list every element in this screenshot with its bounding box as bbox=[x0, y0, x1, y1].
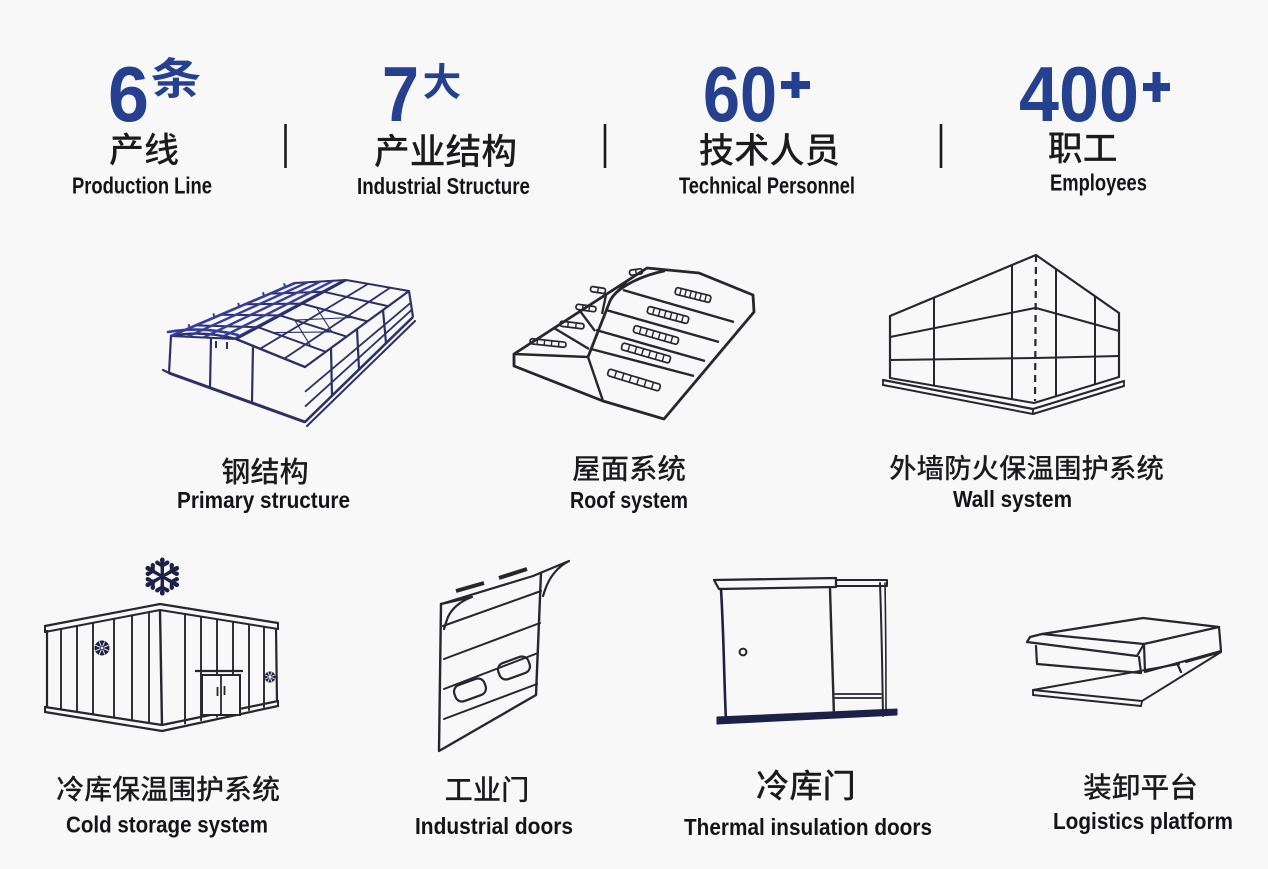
svg-text:Employees: Employees bbox=[1050, 170, 1147, 196]
svg-text:Thermal insulation doors: Thermal insulation doors bbox=[684, 814, 932, 840]
svg-text:6: 6 bbox=[108, 50, 149, 138]
svg-text:Cold storage system: Cold storage system bbox=[66, 812, 268, 838]
svg-text:Primary structure: Primary structure bbox=[177, 487, 350, 513]
svg-text:Industrial Structure: Industrial Structure bbox=[357, 173, 530, 199]
svg-text:Logistics platform: Logistics platform bbox=[1053, 808, 1233, 834]
svg-text:60: 60 bbox=[703, 50, 777, 138]
svg-text:Technical Personnel: Technical Personnel bbox=[679, 173, 855, 199]
svg-text:400: 400 bbox=[1019, 50, 1139, 138]
svg-text:Production Line: Production Line bbox=[72, 173, 212, 199]
svg-text:Roof system: Roof system bbox=[570, 487, 688, 513]
svg-text:Industrial doors: Industrial doors bbox=[415, 813, 573, 839]
svg-text:Wall system: Wall system bbox=[953, 486, 1072, 512]
svg-text:7: 7 bbox=[382, 50, 419, 138]
